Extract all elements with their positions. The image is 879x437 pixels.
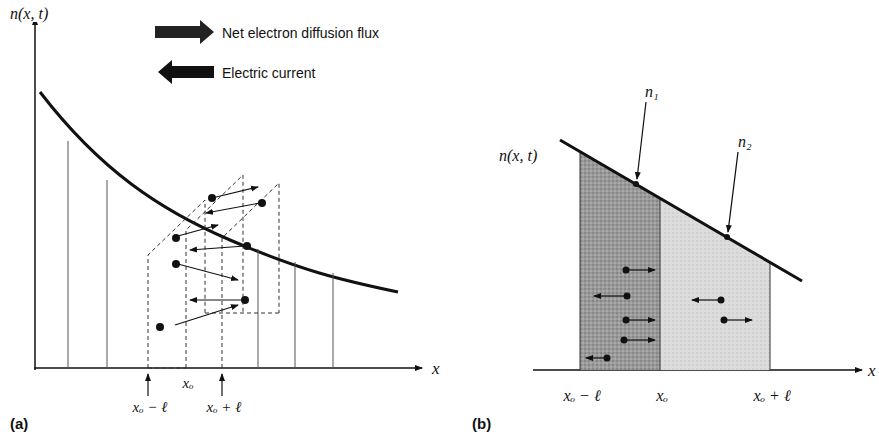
position-label: xₒ + ℓ	[205, 400, 244, 415]
axis-label: n(x, t)	[8, 6, 50, 22]
position-label: xₒ	[181, 376, 196, 391]
panel-label: (a)	[10, 416, 28, 431]
value-label: n₁	[643, 84, 661, 100]
value-label: n₂	[736, 134, 754, 150]
position-label: xₒ − ℓ	[131, 400, 170, 415]
position-label: xₒ	[654, 388, 670, 404]
axis-label: n(x, t)	[497, 148, 539, 164]
panel-label: (b)	[472, 416, 491, 431]
axis-label: x	[430, 360, 442, 377]
axis-label: x	[866, 362, 878, 379]
position-label: xₒ − ℓ	[561, 388, 602, 404]
legend-text: Net electron diffusion flux	[222, 26, 379, 40]
legend-text: Electric current	[222, 66, 315, 80]
position-label: xₒ + ℓ	[751, 388, 792, 404]
